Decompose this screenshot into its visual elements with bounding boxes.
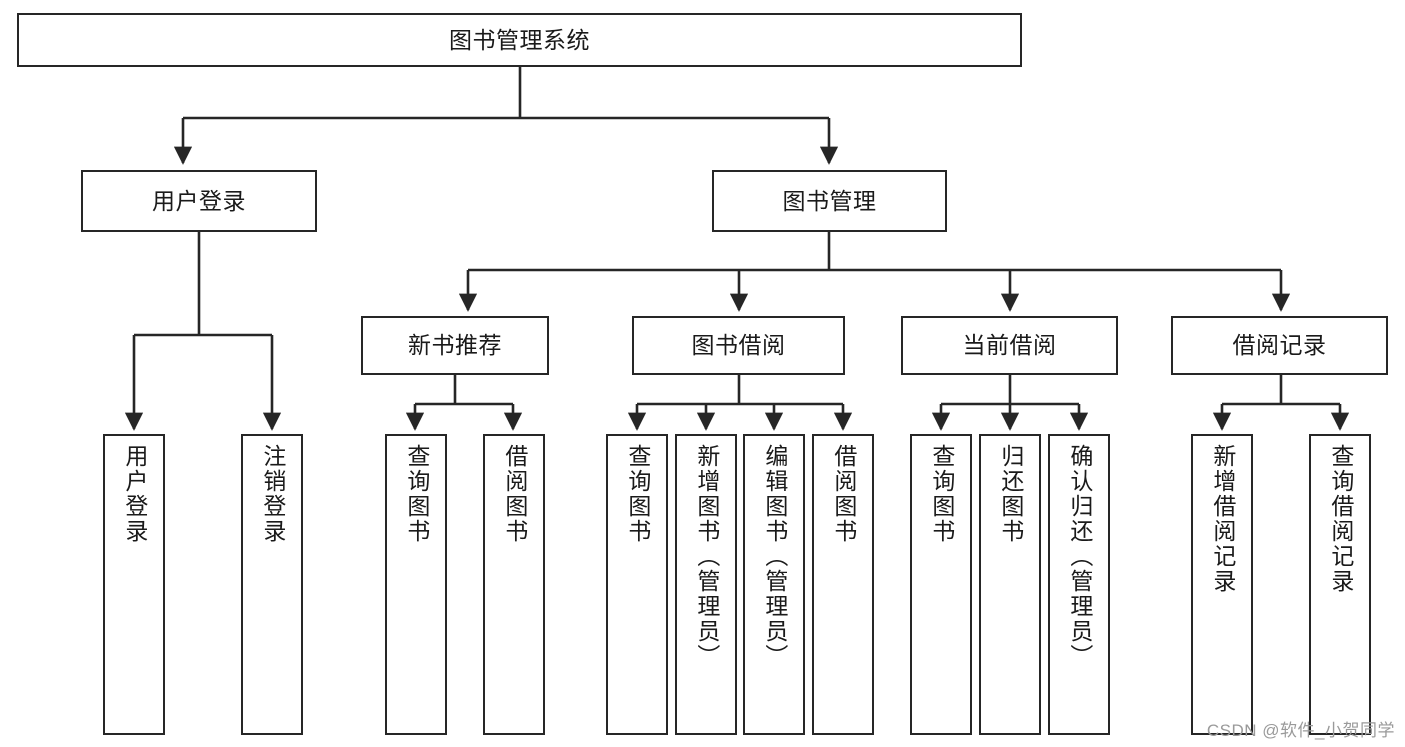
node-book-borrowing[interactable]: 图书借阅: [632, 316, 845, 375]
node-label: 图书管理: [782, 187, 877, 214]
node-leaf-book-borrow-add-book-admin[interactable]: 新增图书（管理员）: [675, 434, 737, 735]
watermark: CSDN @软件_小贺同学: [1206, 721, 1395, 740]
node-label: 借阅图书: [830, 444, 857, 544]
node-leaf-new-book-borrow-books[interactable]: 借阅图书: [483, 434, 545, 735]
node-label: 当前借阅: [962, 332, 1057, 359]
node-leaf-new-book-query-books[interactable]: 查询图书: [385, 434, 447, 735]
node-label: 注销登录: [259, 444, 286, 544]
node-leaf-book-borrow-borrow-books[interactable]: 借阅图书: [812, 434, 874, 735]
node-label: 借阅图书: [501, 444, 528, 544]
node-label: 确认归还（管理员）: [1066, 444, 1093, 669]
node-label: 查询图书: [624, 444, 651, 544]
node-current-borrowing[interactable]: 当前借阅: [901, 316, 1118, 375]
node-leaf-borrow-record-query-record[interactable]: 查询借阅记录: [1309, 434, 1371, 735]
node-label: 新增图书（管理员）: [693, 444, 720, 669]
node-label: 查询借阅记录: [1327, 444, 1354, 594]
node-label: 用户登录: [121, 444, 148, 544]
node-label: 图书借阅: [691, 332, 786, 359]
node-leaf-book-borrow-query-books[interactable]: 查询图书: [606, 434, 668, 735]
node-book-management[interactable]: 图书管理: [712, 170, 947, 232]
node-borrowing-record[interactable]: 借阅记录: [1171, 316, 1388, 375]
node-root-book-management-system[interactable]: 图书管理系统: [17, 13, 1022, 67]
node-label: 查询图书: [403, 444, 430, 544]
node-label: 借阅记录: [1232, 332, 1327, 359]
node-leaf-current-borrow-return-books[interactable]: 归还图书: [979, 434, 1041, 735]
node-leaf-current-borrow-query-books[interactable]: 查询图书: [910, 434, 972, 735]
node-label: 用户登录: [152, 187, 246, 214]
node-leaf-user-login-signin[interactable]: 用户登录: [103, 434, 165, 735]
node-label: 图书管理系统: [449, 26, 590, 53]
node-label: 编辑图书（管理员）: [761, 444, 788, 669]
node-label: 归还图书: [997, 444, 1024, 544]
node-leaf-book-borrow-edit-book-admin[interactable]: 编辑图书（管理员）: [743, 434, 805, 735]
node-label: 新书推荐: [408, 332, 502, 359]
node-label: 新增借阅记录: [1209, 444, 1236, 594]
node-new-book-recommendation[interactable]: 新书推荐: [361, 316, 549, 375]
node-leaf-user-login-logout[interactable]: 注销登录: [241, 434, 303, 735]
node-user-login[interactable]: 用户登录: [81, 170, 317, 232]
node-leaf-current-borrow-confirm-return-admin[interactable]: 确认归还（管理员）: [1048, 434, 1110, 735]
node-leaf-borrow-record-add-record[interactable]: 新增借阅记录: [1191, 434, 1253, 735]
node-label: 查询图书: [928, 444, 955, 544]
